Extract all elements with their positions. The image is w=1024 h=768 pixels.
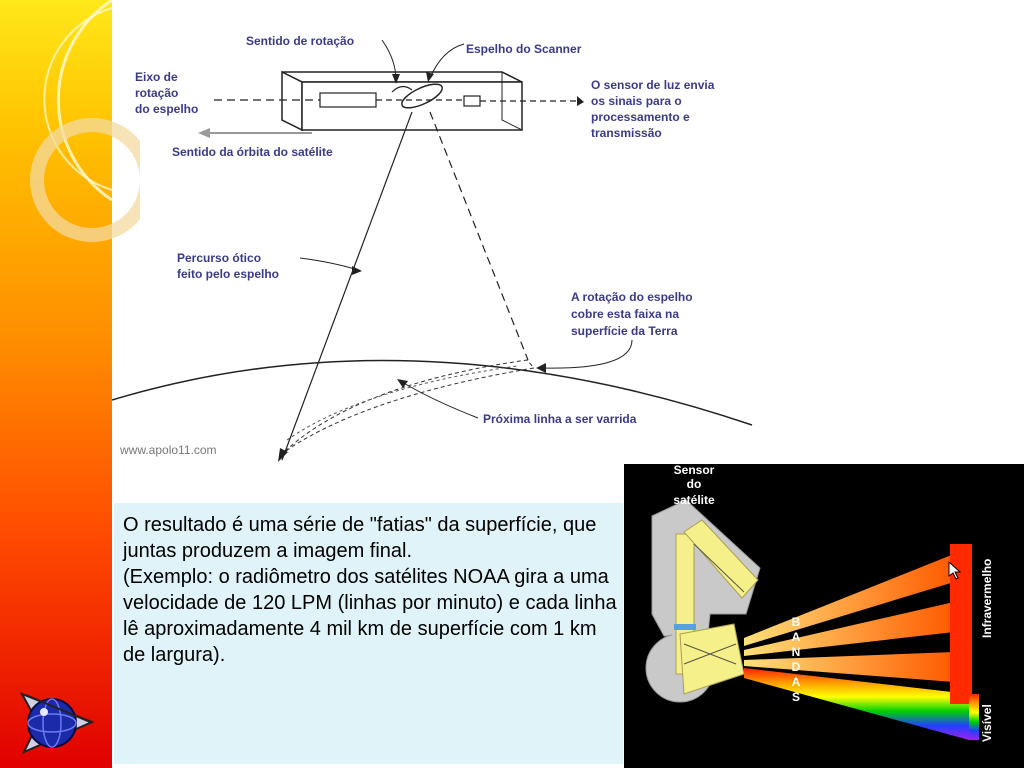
bands-label: B A N D A S	[792, 615, 801, 704]
label-optical-path-1: Percurso ótico	[177, 251, 261, 265]
label-rotation-direction: Sentido de rotação	[246, 34, 354, 48]
scanner-mirror	[401, 83, 443, 109]
label-scanner-mirror: Espelho do Scanner	[466, 42, 582, 56]
label-mirror-axis-1: Eixo de	[135, 70, 178, 84]
light-sensor-block	[463, 95, 481, 107]
globe-logo-icon[interactable]	[20, 690, 94, 756]
explanation-paragraph-1: O resultado é uma série de "fatias" da s…	[123, 514, 597, 562]
explanation-textbox: O resultado é uma série de "fatias" da s…	[114, 503, 623, 764]
mirror-axis-shaft	[319, 92, 377, 108]
visible-label: Visível	[980, 704, 994, 742]
label-light-sensor-1: O sensor de luz envia	[591, 78, 715, 92]
label-light-sensor-4: transmissão	[591, 126, 662, 140]
label-mirror-coverage-2: cobre esta faixa na	[571, 307, 679, 321]
earth-surface-arc	[112, 359, 753, 426]
label-light-sensor-2: os sinais para o	[591, 94, 682, 108]
label-light-sensor-3: processamento e	[591, 110, 690, 124]
infrared-beam-1	[744, 554, 954, 646]
visible-rainbow-beam	[744, 668, 969, 740]
label-optical-path-2: feito pelo espelho	[177, 267, 279, 281]
infrared-beam-2	[744, 602, 954, 656]
bands-letter-1: B	[792, 615, 801, 629]
mouse-cursor-icon	[948, 560, 962, 580]
label-mirror-coverage-1: A rotação do espelho	[571, 290, 693, 304]
scanner-diagram: Sentido de rotação Espelho do Scanner Ei…	[112, 34, 753, 462]
infrared-beam-3	[744, 652, 954, 682]
credit-text: www.apolo11.com	[119, 443, 217, 457]
bands-letter-4: D	[792, 660, 801, 674]
sensor-title-2: do	[687, 477, 702, 491]
sensor-title-3: satélite	[673, 493, 715, 507]
label-mirror-axis-3: do espelho	[135, 102, 198, 116]
sensor-title-1: Sensor	[674, 464, 715, 477]
label-mirror-coverage-3: superfície da Terra	[571, 324, 678, 338]
infrared-bar	[950, 544, 972, 704]
satellite-sensor-spectrum: Sensor do satélite B A N D A S Infraverm…	[624, 464, 1024, 768]
label-orbit-direction: Sentido da órbita do satélite	[172, 145, 333, 159]
decorative-rings	[30, 0, 140, 242]
optical-path-line	[281, 111, 413, 461]
scan-strip	[279, 359, 535, 457]
scanner-box	[281, 70, 523, 132]
bands-letter-2: A	[792, 630, 801, 644]
bands-letter-5: A	[792, 675, 801, 689]
label-mirror-axis-2: rotação	[135, 86, 178, 100]
bands-letter-6: S	[792, 690, 800, 704]
label-next-line: Próxima linha a ser varrida	[483, 412, 637, 426]
bands-letter-3: N	[792, 645, 801, 659]
infrared-label: Infravermelho	[980, 559, 994, 638]
explanation-paragraph-2: (Exemplo: o radiômetro dos satélites NOA…	[123, 566, 617, 666]
